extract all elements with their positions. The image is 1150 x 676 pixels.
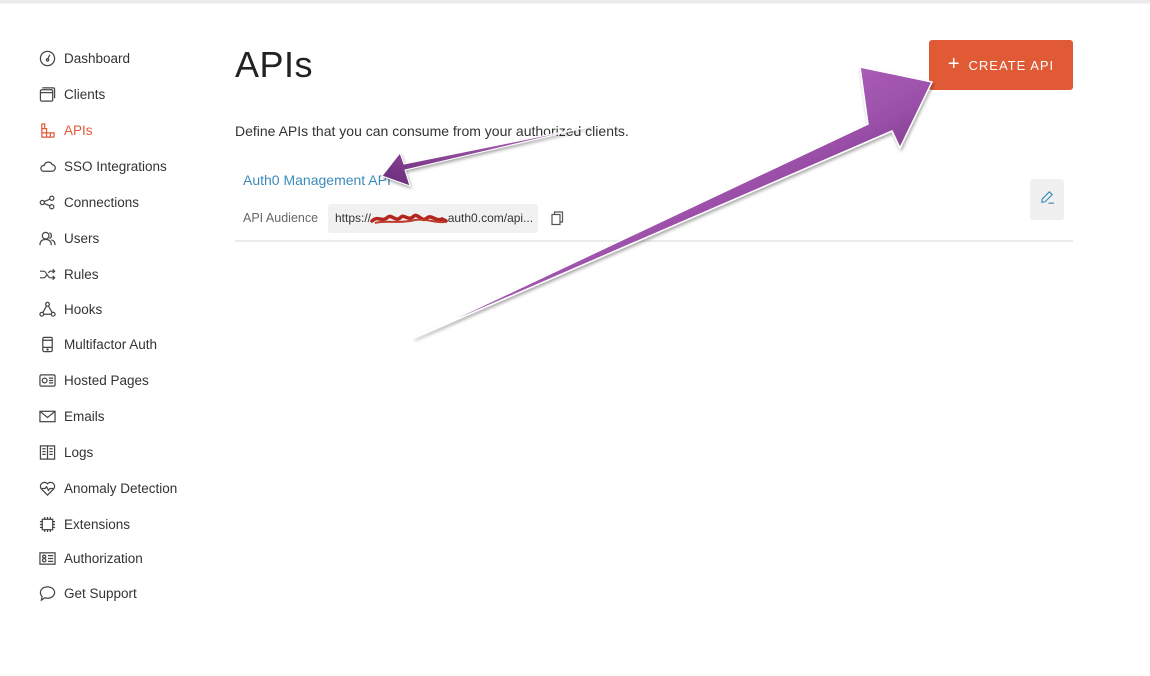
sidebar-item-rules[interactable]: Rules: [38, 256, 218, 292]
mobile-phone-icon: [38, 335, 56, 353]
sidebar-item-label: Emails: [64, 408, 105, 424]
sidebar-item-label: Anomaly Detection: [64, 480, 178, 496]
sidebar-item-label: Extensions: [64, 516, 131, 532]
sidebar-item-label: Connections: [64, 194, 140, 210]
hooks-nodes-icon: [38, 300, 56, 318]
envelope-icon: [38, 407, 56, 425]
api-audience-label: API Audience: [243, 211, 319, 225]
api-list-item: Auth0 Management API API Audience https:…: [235, 168, 1073, 242]
sidebar-item-label: Logs: [64, 444, 94, 460]
clients-window-icon: [38, 85, 56, 103]
heart-pulse-icon: [38, 479, 56, 497]
sidebar-item-label: Multifactor Auth: [64, 336, 158, 352]
sidebar-item-emails[interactable]: Emails: [38, 398, 218, 434]
sidebar-item-label: Hooks: [64, 301, 103, 317]
sidebar-item-label: Rules: [64, 266, 99, 282]
shuffle-icon: [38, 265, 56, 283]
share-nodes-icon: [38, 193, 56, 211]
redaction-scribble: [370, 213, 448, 224]
sidebar-item-get-support[interactable]: Get Support: [38, 575, 218, 611]
apis-grid-icon: [38, 121, 56, 139]
chat-bubble-icon: [38, 584, 56, 602]
sidebar-item-hosted-pages[interactable]: Hosted Pages: [38, 362, 218, 398]
dashboard-gauge-icon: [38, 49, 56, 67]
sidebar-item-logs[interactable]: Logs: [38, 434, 218, 470]
sidebar-item-label: Dashboard: [64, 50, 131, 66]
sidebar-item-label: Clients: [64, 86, 106, 102]
sidebar-item-multifactor-auth[interactable]: Multifactor Auth: [38, 326, 218, 362]
main-content: APIs + CREATE API Define APIs that you c…: [235, 40, 1073, 242]
pencil-icon: [1039, 189, 1056, 211]
create-api-button[interactable]: + CREATE API: [929, 40, 1073, 90]
copy-icon[interactable]: [549, 210, 565, 226]
sidebar-item-anomaly-detection[interactable]: Anomaly Detection: [38, 470, 218, 506]
users-icon: [38, 229, 56, 247]
sidebar-item-connections[interactable]: Connections: [38, 184, 218, 220]
sidebar-item-label: SSO Integrations: [64, 158, 167, 174]
sidebar-item-label: Users: [64, 230, 100, 246]
sidebar-item-label: APIs: [64, 122, 93, 138]
page-description: Define APIs that you can consume from yo…: [235, 123, 629, 139]
create-api-label: CREATE API: [968, 57, 1055, 73]
sidebar-item-extensions[interactable]: Extensions: [38, 506, 218, 542]
edit-api-button[interactable]: [1030, 179, 1064, 220]
browser-top-bar: [0, 0, 1150, 4]
api-audience-field[interactable]: https:// auth0.com/api...: [328, 204, 538, 233]
plus-icon: +: [947, 53, 961, 75]
sidebar-item-hooks[interactable]: Hooks: [38, 292, 218, 326]
sidebar-item-label: Get Support: [64, 585, 137, 601]
sidebar-item-sso-integrations[interactable]: SSO Integrations: [38, 148, 218, 184]
sidebar-item-apis[interactable]: APIs: [38, 112, 218, 148]
chip-icon: [38, 515, 56, 533]
sidebar-item-dashboard[interactable]: Dashboard: [38, 40, 218, 76]
api-name-link[interactable]: Auth0 Management API: [243, 172, 391, 188]
book-icon: [38, 443, 56, 461]
sidebar-item-clients[interactable]: Clients: [38, 76, 218, 112]
sidebar-item-users[interactable]: Users: [38, 220, 218, 256]
id-card-icon: [38, 371, 56, 389]
sidebar-nav: Dashboard Clients APIs SSO Integrations …: [38, 40, 218, 611]
sidebar-item-label: Hosted Pages: [64, 372, 149, 388]
sidebar-item-label: Authorization: [64, 551, 143, 566]
badge-icon: [38, 550, 56, 568]
cloud-icon: [38, 157, 56, 175]
page-title: APIs: [235, 44, 314, 85]
sidebar-item-authorization[interactable]: Authorization: [38, 542, 218, 575]
